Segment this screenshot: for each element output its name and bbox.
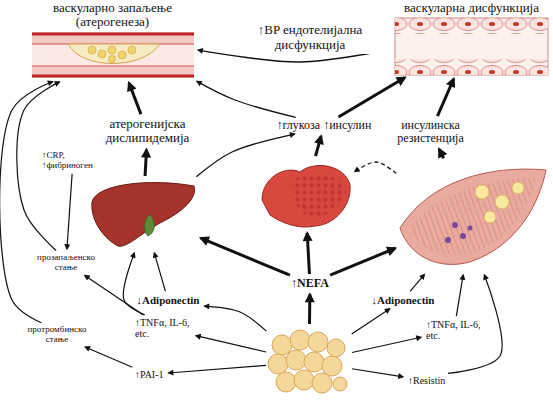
node-text: васкуларно запаљење (атерогенеза) bbox=[30, 0, 195, 31]
node-text: инсулинска резистенција bbox=[388, 118, 473, 146]
connector-arrow bbox=[437, 79, 453, 116]
node-text: ↓Adiponectin bbox=[135, 293, 202, 307]
factor-label: ↓Adiponectin bbox=[135, 293, 202, 307]
connector-arrow bbox=[339, 78, 405, 117]
connector-arrow bbox=[308, 294, 311, 324]
node-text: протромбинско стање bbox=[22, 324, 92, 346]
node-text: ↓Adiponectin bbox=[370, 293, 437, 307]
node-text: ↑глукоза ↑инсулин bbox=[275, 118, 374, 133]
node-text: атерогенијска дислипидемија bbox=[95, 116, 200, 147]
condition-label: инсулинска резистенција bbox=[388, 118, 473, 146]
connector-arrow bbox=[307, 233, 309, 274]
connector-arrow bbox=[154, 253, 165, 291]
endothelium-vessel bbox=[395, 18, 548, 75]
connector-arrow bbox=[204, 306, 266, 331]
connector-arrow bbox=[352, 309, 390, 334]
connector-arrow bbox=[0, 82, 53, 323]
connector-arrow bbox=[196, 336, 266, 352]
artery-plaque bbox=[32, 32, 194, 78]
connector-arrow bbox=[196, 134, 294, 177]
liver-organ bbox=[88, 178, 198, 250]
connector-arrow bbox=[85, 275, 144, 314]
factor-label: ↑TNFα, IL-6, etc. bbox=[424, 318, 484, 342]
factor-label: ↑TNFα, IL-6, etc. bbox=[133, 316, 193, 340]
vessel-dysfunction: васкуларна дисфункција bbox=[393, 0, 550, 76]
pancreas-organ bbox=[258, 158, 352, 230]
liver bbox=[92, 183, 195, 247]
connector-arrow bbox=[439, 149, 444, 158]
node-text: ↑CRP, ↑фибриноген bbox=[40, 150, 106, 172]
node-text: васкуларна дисфункција bbox=[393, 0, 550, 16]
factor-label: ↑PAI-1 bbox=[133, 368, 166, 381]
node-text: ↑PAI-1 bbox=[133, 368, 166, 381]
connector-arrow bbox=[169, 365, 266, 373]
condition-label: ↑глукоза ↑инсулин bbox=[275, 118, 374, 133]
connector-arrow bbox=[410, 274, 424, 291]
marker-label: ↑CRP, ↑фибриноген bbox=[40, 150, 106, 172]
adipose-organ bbox=[268, 326, 350, 398]
connector-arrow bbox=[201, 238, 290, 275]
connector-arrow bbox=[67, 174, 72, 249]
factor-label: ↑Resistin bbox=[406, 374, 447, 387]
pancreas bbox=[262, 166, 350, 228]
connector-arrow bbox=[456, 275, 463, 316]
node-text: ↑TNFα, IL-6, etc. bbox=[424, 318, 484, 342]
node-text: ↑Resistin bbox=[406, 374, 447, 387]
connector-arrow bbox=[85, 347, 132, 367]
state-label: прозапаљенско стање bbox=[30, 252, 102, 274]
muscle bbox=[400, 169, 546, 264]
factor-label: ↑NEFA bbox=[289, 276, 331, 291]
connector-arrow bbox=[145, 150, 146, 176]
connector-arrow bbox=[355, 162, 397, 173]
condition-label: атерогенијска дислипидемија bbox=[95, 116, 200, 147]
connector-arrow bbox=[129, 83, 141, 114]
node-text: ↑TNFα, IL-6, etc. bbox=[133, 316, 193, 340]
connector-arrow bbox=[330, 248, 395, 275]
connector-arrow bbox=[352, 369, 403, 377]
state-label: протромбинско стање bbox=[22, 324, 92, 346]
factor-label: ↓Adiponectin bbox=[370, 293, 437, 307]
adipose-tissue bbox=[268, 330, 347, 393]
connector-arrow bbox=[316, 136, 322, 156]
node-text: прозапаљенско стање bbox=[30, 252, 102, 274]
connector-arrow bbox=[197, 81, 296, 117]
muscle-organ bbox=[398, 160, 548, 272]
node-text: ↑NEFA bbox=[289, 276, 331, 291]
edge-label: ↑BP ендотелијална дисфункција bbox=[227, 22, 393, 54]
vessel-inflammation: васкуларно запаљење (атерогенеза) bbox=[30, 0, 195, 80]
connector-arrow bbox=[352, 337, 421, 352]
